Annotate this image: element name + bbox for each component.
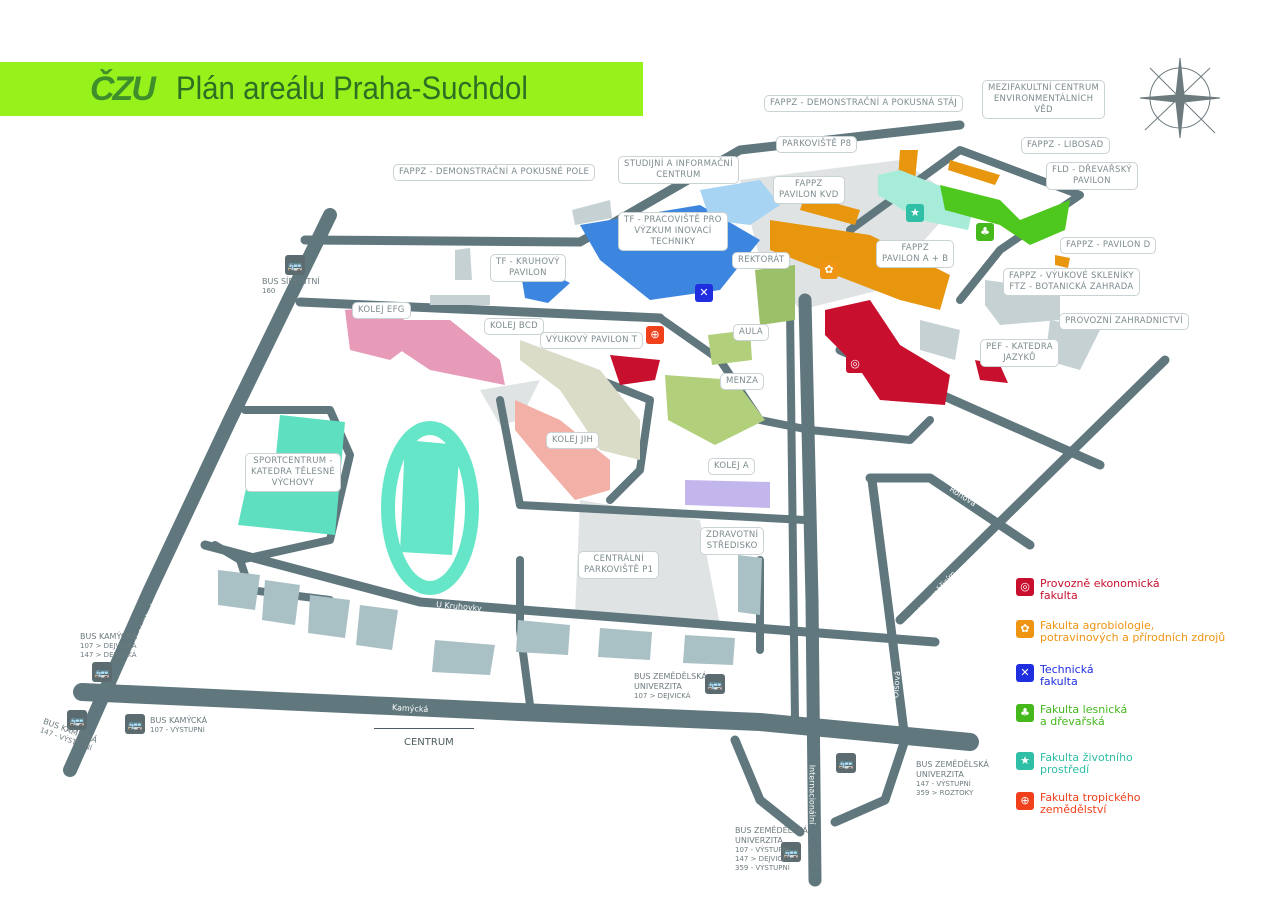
label-pavilon-kvd[interactable]: FAPPZ PAVILON KVD [773, 176, 845, 204]
page-title: Plán areálu Praha-Suchdol [176, 70, 528, 106]
legend-item-fld: ♣Fakulta lesnická a dřevařská [1016, 704, 1127, 728]
bus-icon[interactable]: 🚌 [285, 255, 305, 275]
legend-item-pef: ◎Provozně ekonomická fakulta [1016, 578, 1160, 602]
tree-icon[interactable]: ♣ [976, 223, 994, 241]
bus-icon[interactable]: 🚌 [125, 714, 145, 734]
label-parkoviste-p8[interactable]: PARKOVIŠTĚ P8 [776, 136, 858, 153]
bus-stop-sidlistni: BUS SÍDLIŠTNÍ 160 [262, 277, 320, 295]
label-kolej-a[interactable]: KOLEJ A [708, 458, 756, 475]
legend-item-fappz: ✿Fakulta agrobiologie, potravinových a p… [1016, 620, 1225, 644]
label-kruhovy-pavilon[interactable]: TF - KRUHOVÝ PAVILON [490, 254, 566, 282]
label-libosad[interactable]: FAPPZ - LIBOSAD [1021, 137, 1110, 154]
street-internacionalni: Internacionální [807, 764, 817, 825]
bus-icon[interactable]: 🚌 [781, 842, 801, 862]
street-olsova: Olšová [891, 670, 903, 699]
centrum-arrow-icon [374, 728, 474, 729]
centrum-label: CENTRUM [404, 737, 454, 748]
label-mezifakultni-centrum[interactable]: MEZIFAKULTNÍ CENTRUM ENVIRONMENTÁLNÍCH V… [982, 80, 1106, 119]
bus-icon[interactable]: 🚌 [92, 662, 112, 682]
label-fld-drevarsky[interactable]: FLD - DŘEVAŘSKÝ PAVILON [1046, 162, 1138, 190]
bus-icon[interactable]: 🚌 [67, 710, 87, 730]
tree-icon: ♣ [1016, 704, 1034, 722]
label-zahradnictvi[interactable]: PROVOZNÍ ZAHRADNICTVÍ [1059, 313, 1189, 330]
bus-icon[interactable]: 🚌 [705, 674, 725, 694]
label-pef-jazyku[interactable]: PEF - KATEDRA JAZYKŮ [980, 339, 1059, 367]
bus-stop-zu-3: BUS ZEMĚDĚLSKÁ UNIVERZITA 107 - VÝSTUPNÍ… [735, 826, 808, 872]
legend-item-fzp: ★Fakulta životního prostředí [1016, 752, 1133, 776]
bus-icon[interactable]: 🚌 [836, 753, 856, 773]
label-studijni-centrum[interactable]: STUDIJNÍ A INFORMAČNÍ CENTRUM [618, 156, 739, 184]
wheat-icon: ✿ [1016, 620, 1034, 638]
label-menza[interactable]: MENZA [720, 373, 765, 390]
wheat-icon[interactable]: ✿ [820, 261, 838, 279]
owl-icon[interactable]: ◎ [846, 355, 864, 373]
bird-icon: ★ [1016, 752, 1034, 770]
legend-item-tf: ✕Technická fakulta [1016, 664, 1094, 688]
label-pavilon-d[interactable]: FAPPZ - PAVILON D [1060, 237, 1157, 254]
label-parkoviste-p1[interactable]: CENTRÁLNÍ PARKOVIŠTĚ P1 [578, 551, 660, 579]
bus-stop-zu-1: BUS ZEMĚDĚLSKÁ UNIVERZITA 107 > DEJVICKÁ [634, 672, 707, 700]
label-rektorat[interactable]: REKTORÁT [732, 252, 791, 269]
bus-stop-zu-2: BUS ZEMĚDĚLSKÁ UNIVERZITA 147 - VÝSTUPNÍ… [916, 760, 989, 797]
legend-item-ftz: ⊕Fakulta tropického zemědělství [1016, 792, 1141, 816]
label-kolej-bcd[interactable]: KOLEJ BCD [484, 318, 544, 335]
label-skleniky[interactable]: FAPPZ - VÝUKOVÉ SKLENÍKY FTZ - BOTANICKÁ… [1003, 268, 1140, 296]
tools-icon: ✕ [1016, 664, 1034, 682]
bus-stop-kamycka-1: BUS KAMÝCKÁ 107 > DEJVICKÁ 147 > DEJVICK… [80, 632, 138, 659]
globe-icon: ⊕ [1016, 792, 1034, 810]
label-pavilon-ab[interactable]: FAPPZ PAVILON A + B [876, 240, 955, 268]
street-kamycka: Kamýcká [391, 703, 429, 714]
bus-stop-kamycka-3: BUS KAMÝCKÁ 107 - VÝSTUPNÍ [150, 716, 208, 734]
label-sportcentrum[interactable]: SPORTCENTRUM - KATEDRA TĚLESNÉ VÝCHOVY [245, 453, 342, 492]
owl-icon: ◎ [1016, 578, 1034, 596]
label-fappz-staj[interactable]: FAPPZ - DEMONSTRAČNÍ A POKUSNÁ STÁJ [764, 95, 964, 112]
compass-rose-icon [1139, 57, 1221, 139]
label-vyukovy-pavilon-t[interactable]: VÝUKOVÝ PAVILON T [540, 332, 644, 349]
globe-icon[interactable]: ⊕ [646, 326, 664, 344]
bird-icon[interactable]: ★ [906, 204, 924, 222]
label-kolej-jih[interactable]: KOLEJ JIH [546, 432, 600, 449]
header-bar [0, 62, 643, 116]
label-aula[interactable]: AULA [733, 324, 769, 341]
label-pokusne-pole[interactable]: FAPPZ - DEMONSTRAČNÍ A POKUSNÉ POLE [393, 164, 596, 181]
label-kolej-efg[interactable]: KOLEJ EFG [352, 302, 411, 319]
label-zdravotni-stredisko[interactable]: ZDRAVOTNÍ STŘEDISKO [700, 527, 765, 555]
tools-icon[interactable]: ✕ [695, 284, 713, 302]
label-tf-pracoviste[interactable]: TF - PRACOVIŠTĚ PRO VÝZKUM INOVACÍ TECHN… [618, 212, 728, 251]
czu-logo: ČZU [90, 70, 156, 108]
